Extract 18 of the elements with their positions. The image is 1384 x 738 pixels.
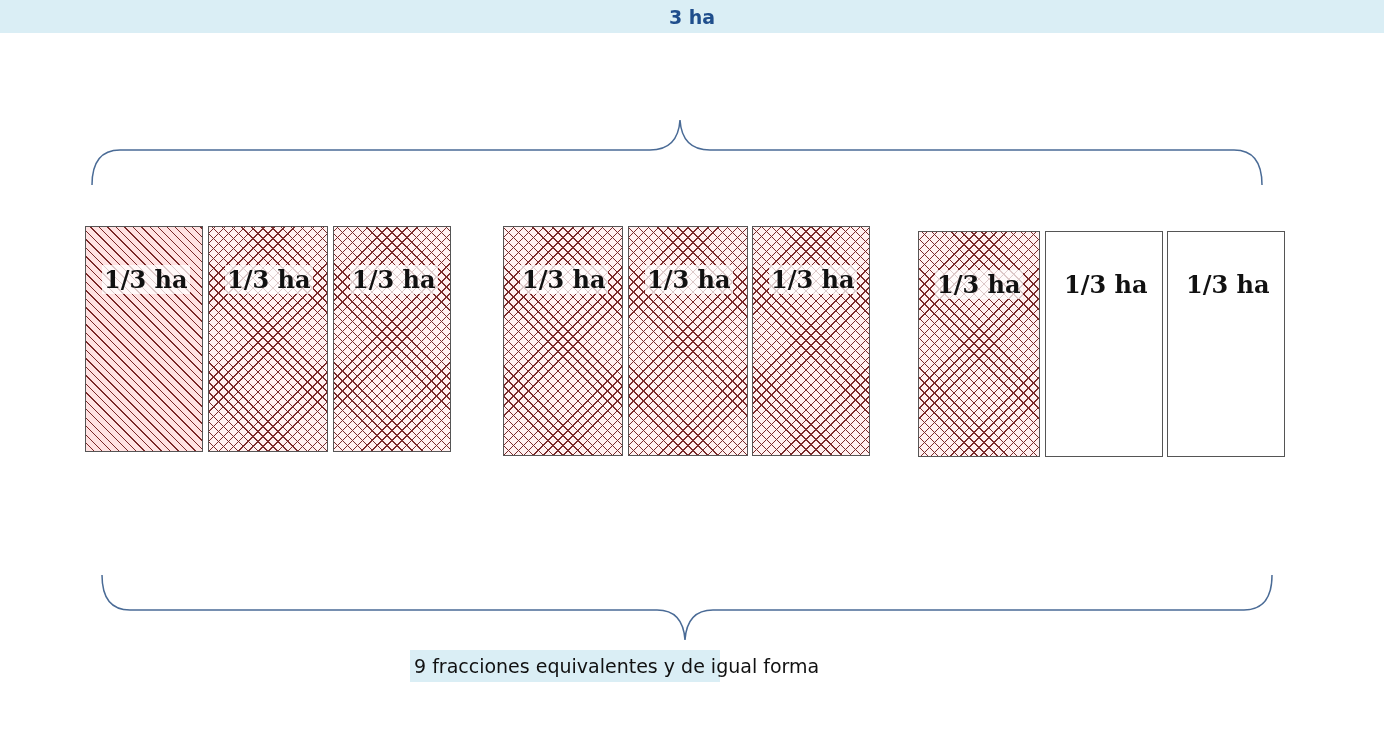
title: 3 ha: [667, 6, 717, 28]
hatched-fraction-box: [918, 231, 1040, 457]
fraction-label: 1/3 ha: [350, 265, 438, 294]
fraction-label: 1/3 ha: [935, 270, 1023, 299]
fraction-label: 1/3 ha: [520, 265, 608, 294]
caption: 9 fracciones equivalentes y de igual forma: [414, 655, 820, 677]
fraction-label: 1/3 ha: [769, 265, 857, 294]
fraction-label: 1/3 ha: [102, 265, 190, 294]
fraction-label: 1/3 ha: [645, 265, 733, 294]
fraction-label: 1/3 ha: [225, 265, 313, 294]
fraction-box: [1045, 231, 1163, 457]
hatched-fraction-box: [333, 226, 451, 452]
fraction-box: [1167, 231, 1285, 457]
hatched-fraction-box: [752, 226, 870, 456]
hatched-fraction-box: [85, 226, 203, 452]
hatched-fraction-box: [628, 226, 748, 456]
hatched-fraction-box: [208, 226, 328, 452]
hatched-fraction-box: [503, 226, 623, 456]
